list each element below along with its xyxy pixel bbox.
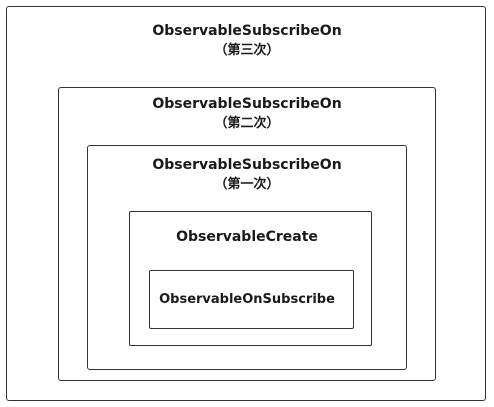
observable-on-subscribe-title: ObservableOnSubscribe <box>159 292 335 307</box>
observable-on-subscribe-box <box>149 270 354 329</box>
subscribe-on-first-title: ObservableSubscribeOn <box>152 157 342 173</box>
subscribe-on-second-subtitle: （第二次） <box>214 116 280 131</box>
observable-create-label: ObservableCreate <box>0 228 494 247</box>
observable-create-title: ObservableCreate <box>176 229 318 245</box>
subscribe-on-second-title: ObservableSubscribeOn <box>152 96 342 112</box>
subscribe-on-third-label: ObservableSubscribeOn （第三次） <box>0 22 494 60</box>
subscribe-on-second-label: ObservableSubscribeOn （第二次） <box>0 95 494 133</box>
subscribe-on-third-title: ObservableSubscribeOn <box>152 23 342 39</box>
observable-on-subscribe-label: ObservableOnSubscribe <box>0 290 494 309</box>
subscribe-on-third-subtitle: （第三次） <box>214 43 280 58</box>
subscribe-on-first-label: ObservableSubscribeOn （第一次） <box>0 156 494 194</box>
subscribe-on-first-subtitle: （第一次） <box>214 177 280 192</box>
